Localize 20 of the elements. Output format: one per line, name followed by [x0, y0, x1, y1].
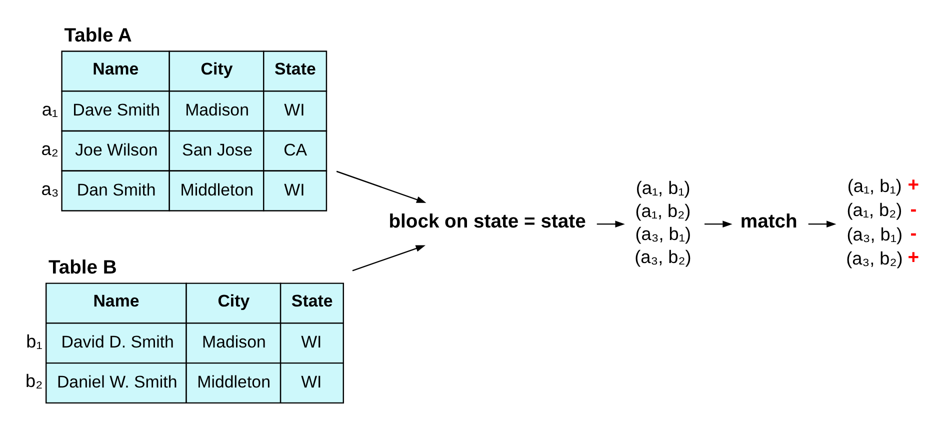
- arrow: [596, 220, 625, 227]
- node-text: block on state = state: [388, 210, 586, 232]
- node-text: (a₁, b₁) (a₁, b₂) (a₃, b₁) (a₃, b₂): [634, 177, 692, 266]
- node-label: Table B: [48, 256, 117, 278]
- node-label: a₁: [42, 98, 58, 119]
- node-text: match: [740, 210, 798, 232]
- arrow: [808, 220, 836, 227]
- node-label: a₃: [41, 178, 59, 199]
- node-label: b₁: [26, 330, 42, 351]
- node-label: a₂: [41, 138, 58, 159]
- node-label: -: [910, 223, 917, 244]
- node-text: (a₁, b₁) (a₁, b₂) (a₃, b₁) (a₃, b₂): [846, 176, 903, 268]
- arrow: [352, 244, 426, 271]
- arrow: [336, 170, 426, 202]
- node-label: -: [910, 198, 917, 220]
- node-label: b₂: [26, 370, 43, 391]
- arrow: [704, 220, 732, 227]
- node-label: +: [908, 174, 920, 196]
- node-label: +: [908, 247, 920, 268]
- node-label: Table A: [64, 24, 132, 46]
